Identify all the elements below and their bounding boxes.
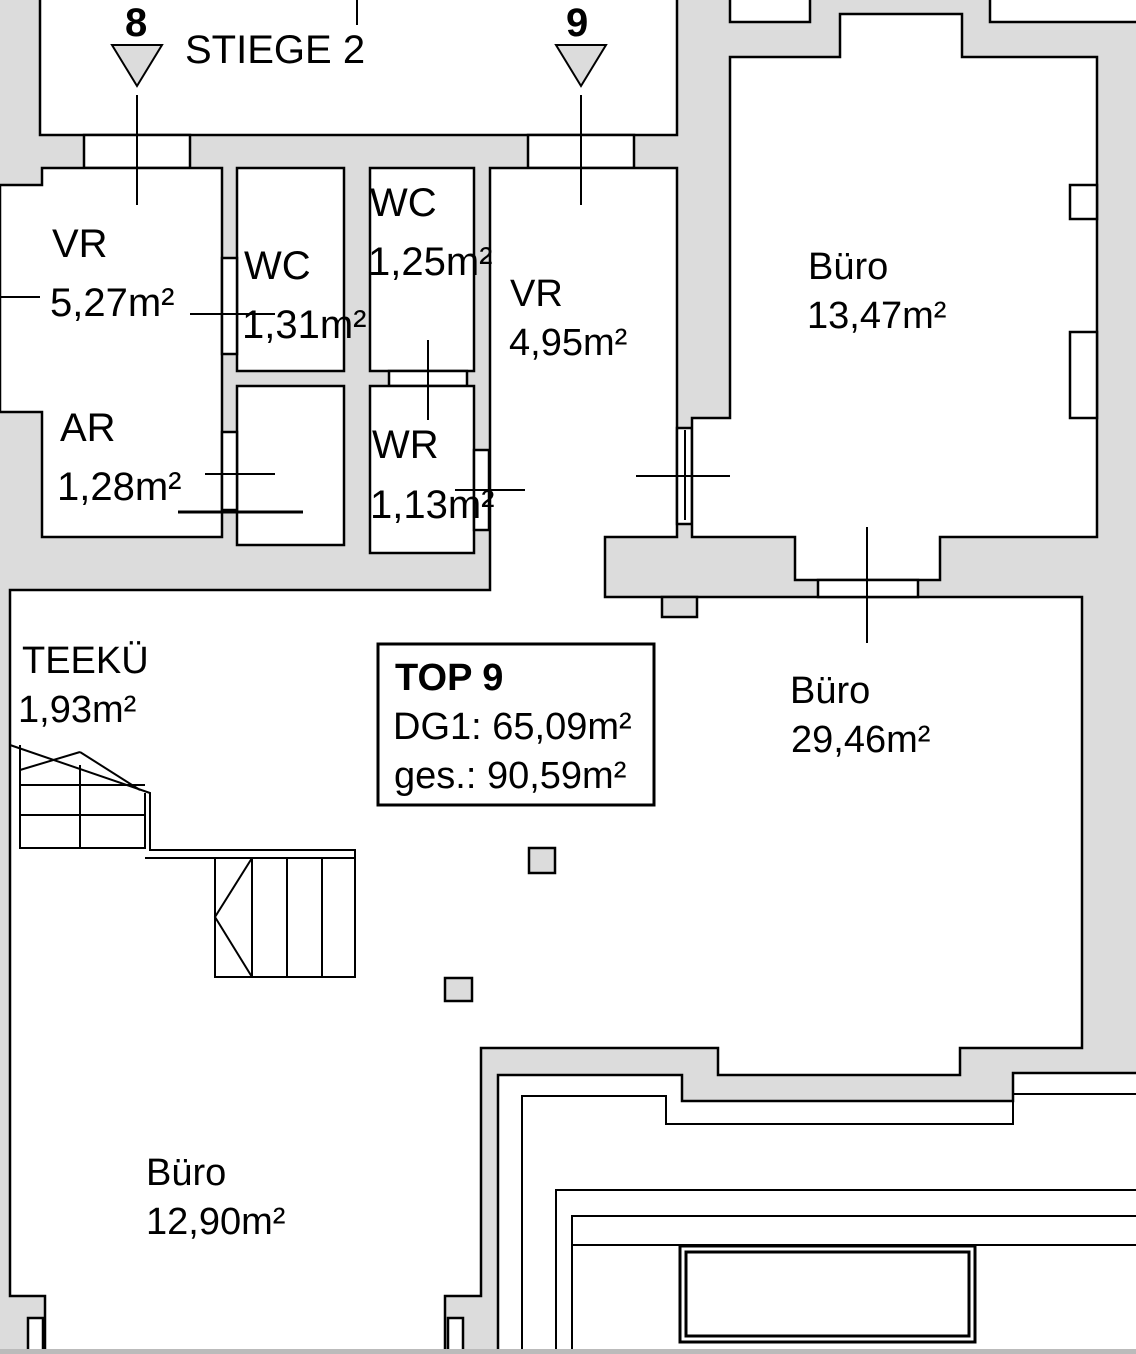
stair-label: STIEGE 2 [185,28,365,72]
room-name: VR [510,273,563,315]
unit-dg1-area: DG1: 65,09m² [393,706,632,748]
room-area: 5,27m² [50,281,175,325]
room-vr-left [0,166,224,539]
room-name: Büro [790,670,870,712]
room-name: AR [60,406,116,450]
room-wr [368,384,476,555]
room-buero-13 [690,12,1099,582]
room-area: 1,25m² [368,240,493,284]
room-name: WR [372,423,439,467]
room-area: 13,47m² [807,295,946,337]
room-area: 12,90m² [146,1201,285,1243]
room-area: 29,46m² [791,719,930,761]
room-name: TEEKÜ [22,640,149,682]
marker-9-triangle [554,44,608,88]
room-area: 4,95m² [509,322,627,364]
marker-8: 8 [125,1,147,45]
room-area: 1,28m² [57,465,182,509]
room-area: 1,31m² [242,303,367,347]
unit-total-area: ges.: 90,59m² [394,755,626,797]
room-area: 1,13m² [370,483,495,527]
unit-title: TOP 9 [395,657,503,699]
room-storage [235,384,346,547]
room-wc-1 [235,166,346,373]
marker-8-triangle [110,44,164,88]
room-name: VR [52,222,108,266]
room-name: WC [244,244,311,288]
room-name: WC [370,181,437,225]
room-name: Büro [808,246,888,288]
room-name: Büro [146,1152,226,1194]
room-wc-2 [368,166,476,373]
unit-info-box [376,642,656,807]
marker-9: 9 [566,1,588,45]
room-area: 1,93m² [18,689,136,731]
